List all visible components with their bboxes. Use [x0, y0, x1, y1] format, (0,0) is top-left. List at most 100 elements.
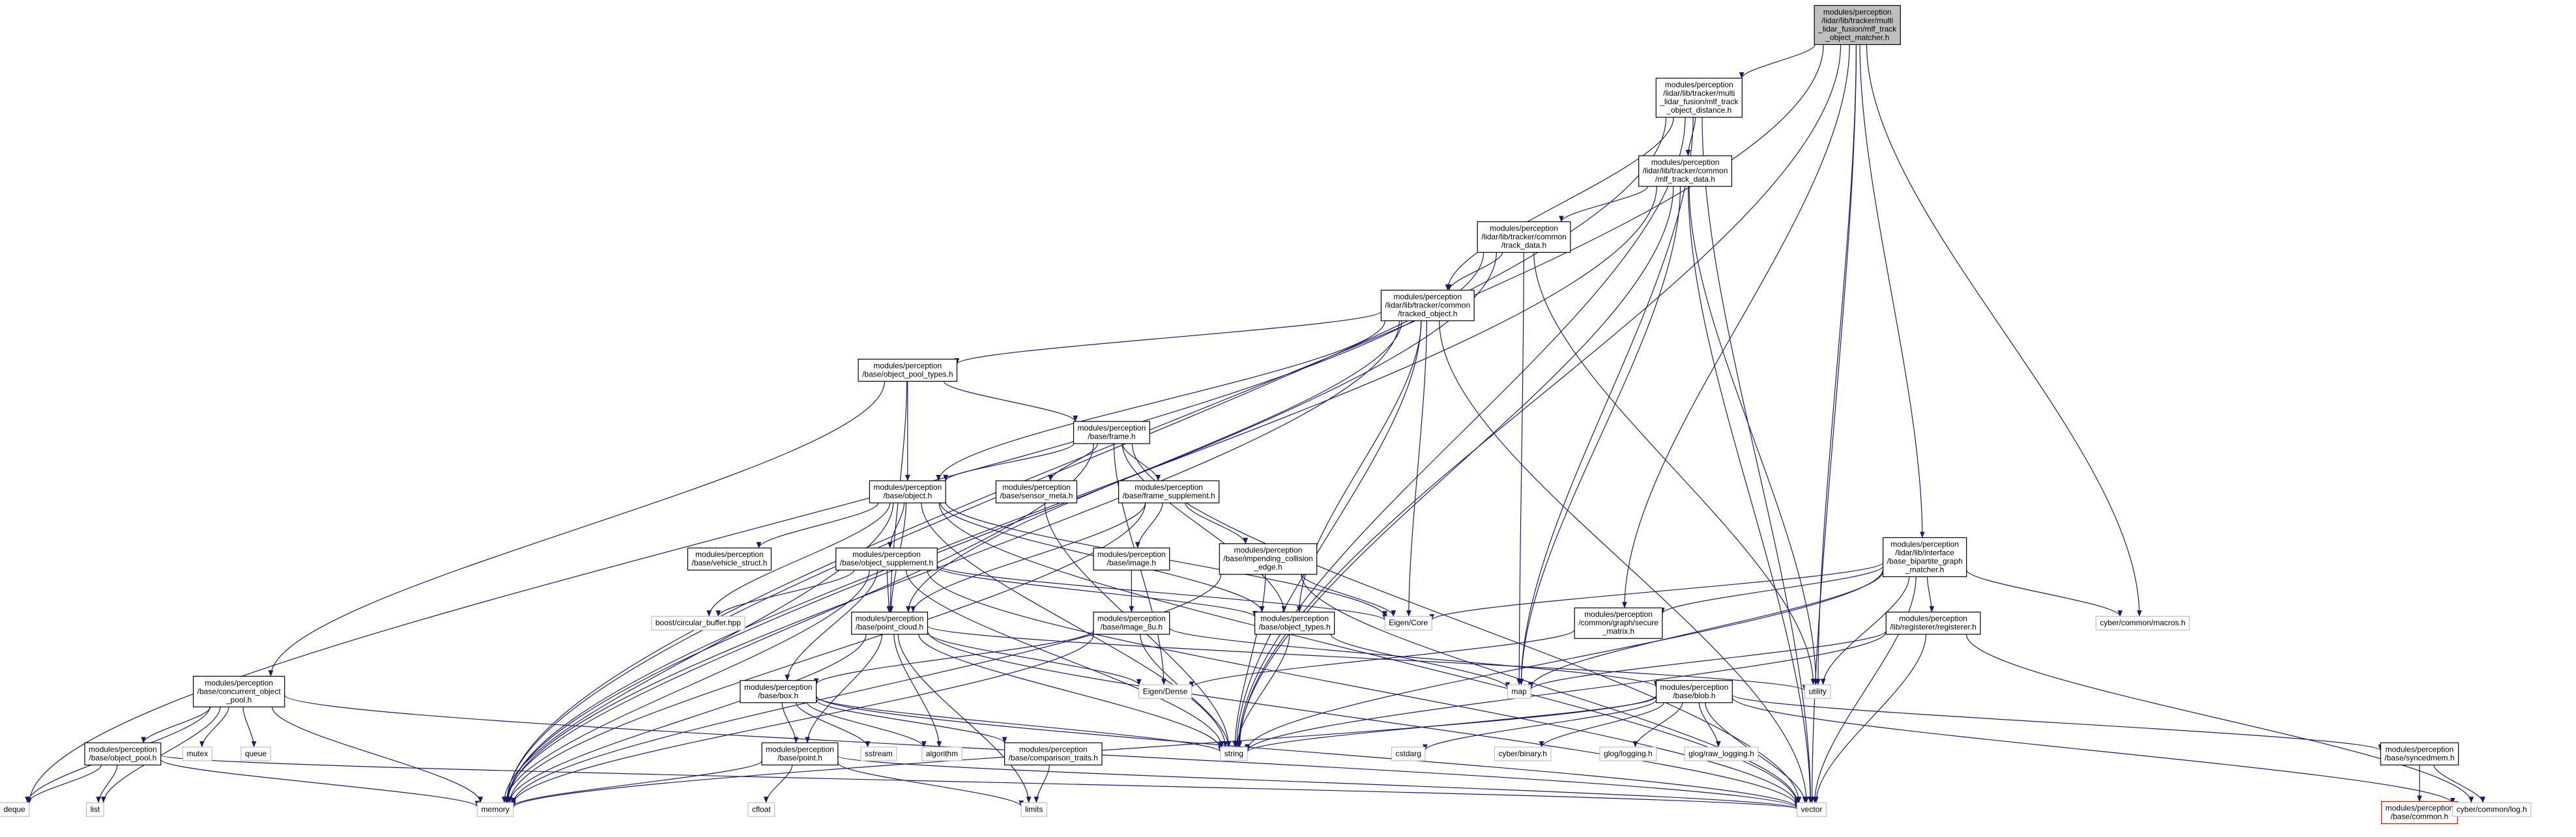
node-label: mutex — [187, 749, 209, 758]
node-eigen_core: Eigen/Core — [1384, 616, 1432, 631]
edge-line — [504, 117, 1667, 803]
node-sensor_meta[interactable]: modules/perception/base/sensor_meta.h — [995, 480, 1078, 504]
edge-line — [1518, 117, 1694, 685]
node-point_cloud[interactable]: modules/perception/base/point_cloud.h — [851, 612, 929, 635]
edge-line — [504, 44, 1824, 803]
edge-line — [1516, 252, 1524, 685]
node-object_supplement[interactable]: modules/perception/base/object_supplemen… — [835, 547, 938, 571]
edge-tracked_object-to-object_types — [1296, 320, 1422, 613]
edge-line — [1820, 576, 1910, 685]
node-box — [182, 746, 212, 761]
node-tracked_object[interactable]: modules/perception/lidar/lib/tracker/com… — [1380, 289, 1475, 322]
edge-line — [936, 566, 1258, 617]
edge-line — [1406, 320, 1427, 617]
edge-line — [1731, 694, 2383, 751]
edge-impending-to-string — [1232, 574, 1266, 748]
node-common_h[interactable]: modules/perception/base/common.h — [2381, 801, 2458, 825]
edge-line — [160, 754, 1799, 810]
node-image[interactable]: modules/perception/base/image.h — [1093, 547, 1170, 571]
node-label: /base/frame_supplement.h — [1123, 491, 1215, 500]
edge-line — [837, 756, 1799, 810]
node-comparison_traits[interactable]: modules/perception/base/comparison_trait… — [1004, 742, 1103, 766]
node-label: modules/perception — [1078, 423, 1146, 433]
edge-frame-to-sensor_meta — [1048, 443, 1098, 481]
node-box — [651, 616, 745, 631]
node-box[interactable]: modules/perception/base/box.h — [740, 680, 817, 703]
node-label: cyber/binary.h — [1498, 749, 1546, 758]
edge-object_supplement-to-object_types — [936, 566, 1258, 617]
node-label: /lidar/lib/tracker/multi — [1821, 16, 1893, 25]
node-label: _edge.h — [1253, 563, 1282, 572]
edge-line — [815, 700, 1007, 743]
node-bipartite[interactable]: modules/perception/lidar/lib/interface/b… — [1883, 537, 1967, 578]
edge-tracked_object-to-vector — [1439, 320, 1809, 803]
node-syncedmem[interactable]: modules/perception/base/syncedmem.h — [2380, 742, 2459, 766]
node-box — [0, 802, 30, 817]
node-vector: vector — [1797, 802, 1827, 817]
node-secure_matrix[interactable]: modules/perception/common/graph/secure_m… — [1574, 607, 1663, 639]
node-object_types[interactable]: modules/perception/base/object_types.h — [1254, 612, 1335, 635]
node-box — [835, 547, 938, 571]
edge-image_8u-to-blob — [1169, 627, 1659, 688]
edge-object_pool_types-to-frame — [943, 381, 1078, 422]
node-label: cyber/common/macros.h — [2100, 618, 2185, 627]
edge-line — [1701, 117, 1814, 803]
edge-line — [886, 570, 892, 613]
node-label: modules/perception — [1665, 80, 1733, 89]
node-frame_supplement[interactable]: modules/perception/base/frame_supplement… — [1118, 480, 1220, 504]
edge-line — [954, 311, 1382, 365]
edge-line — [1866, 44, 2142, 617]
node-mlf_track_data[interactable]: modules/perception/lidar/lib/tracker/com… — [1638, 155, 1733, 187]
edge-point-to-memory — [511, 760, 762, 807]
edge-line — [160, 759, 480, 808]
node-label: _matrix.h — [1602, 627, 1634, 636]
edge-line — [1423, 700, 1657, 751]
node-label: /base_bipartite_graph — [1887, 556, 1963, 565]
node-mutex: mutex — [182, 746, 212, 761]
node-mlf_matcher[interactable]: modules/perception/lidar/lib/tracker/mul… — [1814, 5, 1901, 46]
edge-blob-to-glog_raw — [1698, 702, 1721, 748]
node-blob[interactable]: modules/perception/base/blob.h — [1655, 680, 1733, 703]
edge-bipartite-to-registerer — [1926, 576, 1935, 613]
node-label: /base/image_8u.h — [1101, 623, 1163, 632]
edge-mlf_distance-to-memory — [504, 117, 1667, 803]
node-impending[interactable]: modules/perception/base/impending_collis… — [1219, 543, 1318, 575]
node-cyber_binary: cyber/binary.h — [1494, 746, 1552, 761]
node-concurrent_pool[interactable]: modules/perception/base/concurrent_objec… — [193, 675, 285, 707]
edge-line — [1814, 634, 1927, 803]
node-label: /base/syncedmem.h — [2384, 753, 2454, 762]
node-label: modules/perception — [856, 614, 924, 623]
node-label: /lib/registerer/registerer.h — [1890, 623, 1976, 632]
node-image_8u[interactable]: modules/perception/base/image_8u.h — [1093, 612, 1170, 635]
edge-mlf_distance-to-map — [1518, 117, 1694, 685]
edge-line — [815, 696, 1800, 808]
node-label: modules/perception — [852, 550, 921, 559]
node-point[interactable]: modules/perception/base/point.h — [761, 742, 839, 766]
node-object[interactable]: modules/perception/base/object.h — [869, 480, 946, 504]
node-string: string — [1220, 746, 1248, 761]
node-vehicle_struct[interactable]: modules/perception/base/vehicle_struct.h — [687, 547, 772, 571]
node-frame[interactable]: modules/perception/base/frame.h — [1073, 421, 1150, 444]
node-label: /lidar/lib/tracker/common — [1385, 300, 1470, 309]
edge-registerer-to-cyber_log — [1965, 634, 2474, 803]
edge-line — [1688, 186, 1819, 685]
edge-line — [1301, 574, 1800, 803]
node-registerer[interactable]: modules/perception/lib/registerer/regist… — [1885, 612, 1981, 635]
edge-line — [27, 252, 1484, 804]
node-box — [1574, 607, 1663, 639]
edge-line — [1189, 629, 1575, 688]
edge-object-to-object_supplement — [887, 503, 905, 548]
edge-concurrent_pool-to-memory — [272, 707, 484, 803]
node-label: list — [91, 804, 100, 814]
node-object_pool[interactable]: modules/perception/base/object_pool.h — [84, 742, 162, 766]
node-eigen_dense: Eigen/Dense — [1138, 684, 1193, 699]
node-box — [193, 675, 285, 707]
edge-mlf_track_data-to-utility — [1688, 186, 1819, 685]
node-object_pool_types[interactable]: modules/perception/base/object_pool_type… — [858, 358, 958, 382]
node-mlf_distance[interactable]: modules/perception/lidar/lib/tracker/mul… — [1655, 78, 1743, 118]
node-label: modules/perception — [1135, 483, 1203, 492]
node-glog_logging: glog/logging.h — [1599, 746, 1657, 761]
node-track_data[interactable]: modules/perception/lidar/lib/tracker/com… — [1477, 221, 1571, 253]
edge-box-to-point — [781, 702, 799, 743]
node-box — [1093, 547, 1170, 571]
